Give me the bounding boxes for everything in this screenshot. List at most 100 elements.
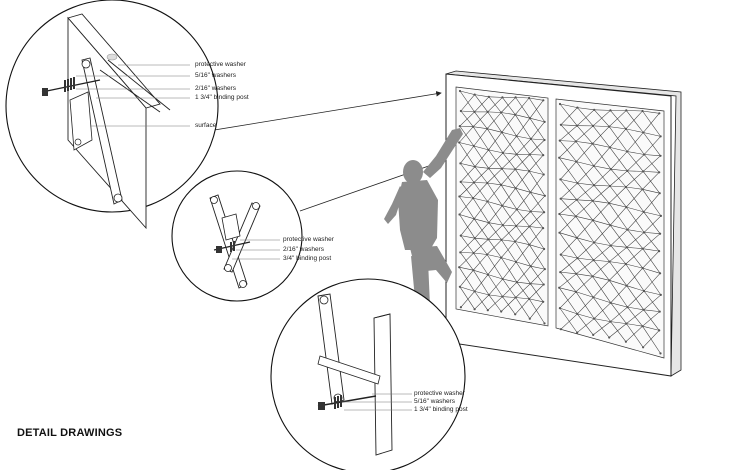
lattice-joint [458, 89, 462, 93]
lattice-strut [472, 182, 488, 199]
lattice-strut [487, 128, 502, 133]
lattice-joint [658, 171, 661, 174]
lattice-joint [592, 296, 595, 299]
lattice-strut [502, 296, 516, 298]
lattice-strut [627, 170, 643, 190]
lattice-strut [502, 282, 518, 297]
lattice-strut [626, 189, 643, 208]
lattice-strut [502, 205, 517, 210]
lattice-strut [626, 309, 644, 324]
lattice-strut [529, 244, 545, 250]
lattice-strut [501, 132, 517, 155]
lattice-joint [487, 148, 490, 151]
lattice-strut [577, 313, 595, 319]
lattice-joint [642, 170, 645, 173]
lattice-strut [625, 128, 645, 155]
lattice-strut [642, 250, 660, 269]
lattice-joint [593, 317, 596, 320]
lattice-joint [500, 131, 503, 134]
lattice-strut [558, 287, 578, 315]
lattice-joint [576, 124, 579, 127]
lattice-strut [559, 199, 577, 215]
lattice-joint [543, 247, 546, 251]
lattice-strut [593, 185, 610, 204]
lattice-strut [626, 247, 643, 249]
detail-circle-bottom [270, 278, 466, 470]
lattice-strut [576, 199, 593, 202]
lattice-joints [458, 89, 663, 355]
lattice-strut [609, 185, 626, 188]
lattice-joint [591, 142, 594, 145]
lattice-strut [459, 286, 475, 292]
lattice-strut [459, 196, 475, 219]
lattice-joint [658, 329, 661, 332]
lattice-strut [625, 110, 643, 130]
lattice-strut [609, 126, 626, 130]
label-bottom-protective-washer: protective washer [414, 390, 465, 397]
lattice-strut [608, 186, 627, 204]
lattice-joint [514, 96, 517, 99]
lattice-strut [643, 273, 661, 292]
lattice-strut [643, 309, 660, 312]
lattice-strut [626, 247, 643, 269]
lattice-strut [576, 109, 595, 126]
person-silhouette [384, 128, 463, 328]
lattice-strut [488, 239, 502, 241]
lattice-strut [474, 94, 489, 98]
lattice-strut [642, 171, 660, 194]
lattice-strut [515, 261, 531, 284]
lattice-strut [501, 154, 517, 169]
lattice-strut [626, 110, 644, 133]
lattice-joint [608, 184, 612, 188]
lattice-joint [458, 195, 461, 198]
lattice-joint [500, 183, 503, 186]
lattice-joint [574, 290, 578, 293]
lattice-strut [516, 192, 531, 210]
lattice-strut [575, 216, 593, 221]
lattice-strut [501, 132, 517, 137]
lattice-strut [609, 280, 627, 286]
lattice-strut [642, 248, 661, 274]
lattice-strut [577, 313, 594, 336]
lattice-joint [558, 156, 561, 159]
lattice-joint [543, 322, 546, 325]
lattice-joint [515, 135, 518, 138]
lattice-strut [559, 140, 576, 142]
lattice-strut [626, 206, 645, 233]
lattice-strut [560, 257, 578, 273]
lattice-strut [609, 202, 627, 208]
lattice-strut [560, 179, 578, 184]
lattice-joint [642, 131, 645, 134]
lattice-strut [530, 265, 545, 270]
lattice-joint [528, 243, 531, 246]
lattice-strut [474, 94, 488, 113]
lattice-joint [625, 206, 628, 209]
lattice-strut [592, 143, 610, 148]
lattice-strut [609, 247, 627, 262]
lattice-strut [575, 141, 595, 167]
lattice-strut [473, 201, 488, 219]
lattice-strut [487, 201, 504, 226]
label-bottom-516-washers: 5/16" washers [414, 398, 455, 405]
lattice-joint [658, 192, 661, 195]
lattice-strut [626, 323, 643, 327]
lattice-strut [577, 257, 594, 261]
lattice-strut [610, 245, 627, 265]
lattice-joint [591, 219, 595, 222]
lattice-joint [624, 185, 628, 189]
lattice-strut [487, 168, 503, 184]
lattice-strut [592, 220, 612, 246]
lattice-joint [543, 268, 546, 271]
lattice-strut [530, 192, 545, 213]
lattice-strut [609, 128, 627, 148]
lattice-strut [559, 140, 577, 162]
lattice-strut [530, 174, 544, 193]
lattice-strut [502, 278, 517, 283]
lattice-strut [560, 107, 578, 125]
lattice-strut [473, 218, 489, 240]
lattice-strut [486, 254, 503, 280]
lattice-strut [575, 291, 594, 298]
lattice-joint [529, 210, 532, 213]
lattice-strut [459, 266, 474, 271]
lattice-strut [473, 145, 489, 169]
